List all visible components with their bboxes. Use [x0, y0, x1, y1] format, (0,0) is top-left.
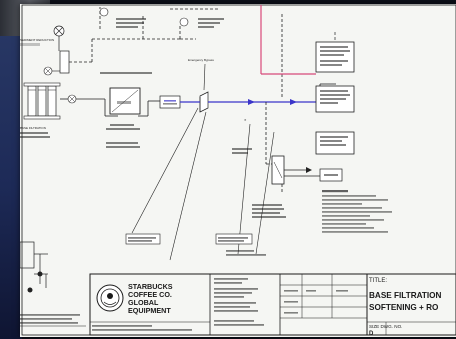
lower-left-assembly: [19, 241, 48, 288]
company-line3: GLOBAL: [128, 298, 159, 307]
drawing-title-line2: SOFTENING + RO: [369, 303, 439, 312]
company-line4: EQUIPMENT: [128, 306, 171, 315]
company-line2: COFFEE CO.: [128, 290, 172, 299]
softener-unit: [109, 87, 141, 115]
sediment-reduction-label: SEDIMENT REDUCTION: [20, 38, 54, 42]
junction-marker: ✕: [244, 118, 247, 122]
base-filtration-label: BASE FILTRATION: [20, 126, 46, 130]
drawing-title-line1: BASE FILTRATION: [369, 291, 442, 300]
emergency-bypass-label: Emergency Bypass: [188, 58, 214, 62]
title-label: TITLE:: [369, 278, 387, 284]
right-side-boxes: [260, 5, 355, 155]
cartridge-filters: [23, 82, 77, 120]
desktop-background: [0, 0, 22, 339]
title-block: STARBUCKS COFFEE CO. GLOBAL EQUIPMENT: [89, 273, 456, 337]
sediment-reduction-group: SEDIMENT REDUCTION: [20, 25, 70, 76]
schematic-sheet: SEDIMENT REDUCTION: [19, 4, 456, 337]
notes-list: [322, 190, 392, 233]
sheet-size-code: D: [369, 331, 374, 337]
size-dwg-label: SIZE DWG. NO.: [369, 324, 402, 329]
schematic-drawing: SEDIMENT REDUCTION: [19, 4, 456, 337]
company-line1: STARBUCKS: [128, 282, 173, 291]
bypass-valve-icon: [199, 91, 209, 113]
